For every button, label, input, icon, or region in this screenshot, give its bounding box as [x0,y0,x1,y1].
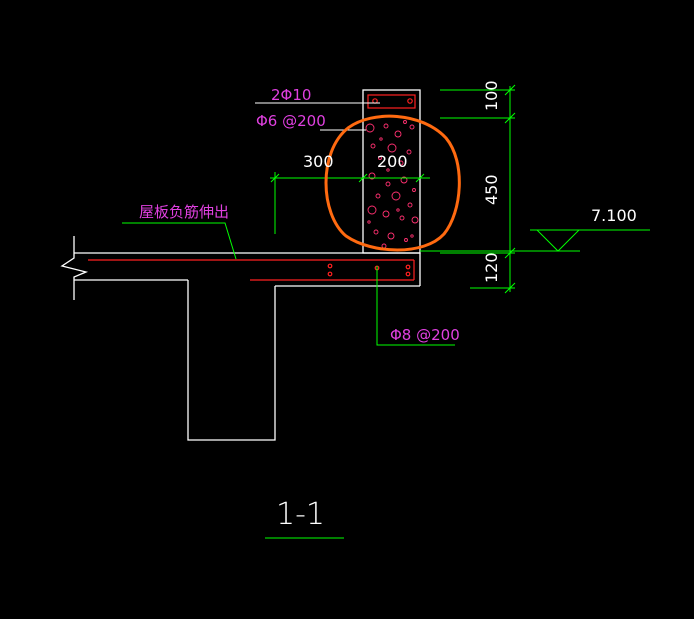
infill-dot [411,216,419,224]
infill-dot [373,229,379,235]
leader-bottom-bars [376,266,455,346]
parapet-outline [362,89,421,254]
dim-tick [504,112,516,124]
infill-dot [410,234,414,238]
slab-bar-dot [405,264,411,270]
beam-outline [187,280,276,441]
slab-bar-dot [327,263,333,269]
infill-dot [378,156,382,160]
infill-dot [367,220,371,224]
dim-slab-thickness-label: 120 [482,252,501,283]
dim-tick [504,84,516,96]
infill-dot [407,202,413,208]
slab-bar-dot [327,271,333,277]
leader-lines [122,102,455,346]
leader-slab-note [122,222,237,260]
elevation-triangle [535,229,581,252]
infill-dot [404,238,408,242]
infill-dot [382,210,390,218]
dim-tick [504,282,516,294]
cap-stirrup [367,94,416,109]
infill-dot [385,181,391,187]
stirrups-label: Φ6 @200 [256,112,326,130]
infill-dot [381,243,387,249]
dim-parapet-width-label: 200 [377,152,408,171]
dim-parapet-height-label: 450 [482,174,501,205]
concrete-outline [60,89,421,441]
infill-dot [409,124,415,130]
slab-bar-dot [405,271,411,277]
dim-cap-height-label: 100 [482,80,501,111]
infill-dot [394,130,402,138]
infill-dot [403,120,407,124]
infill-dot [386,168,390,172]
infill-dot [370,143,376,149]
break-line [60,236,89,300]
infill-dot [387,143,397,153]
dim-offset-label: 300 [303,152,334,171]
infill-dot [387,232,395,240]
infill-dot [368,172,376,180]
infill-dot [383,123,389,129]
infill-dot [398,160,404,166]
slab-note-label: 屋板负筋伸出 [139,203,229,221]
infill-dot [406,149,412,155]
dim-tick [504,247,516,259]
rebar [88,94,416,281]
infill-dot [391,191,401,201]
infill-dot [379,137,383,141]
infill-dot [375,193,381,199]
masonry-infill [365,120,419,249]
infill-dot [396,208,400,212]
dim-tick [415,173,425,183]
dim-tick [358,173,368,183]
infill-dot [412,188,416,192]
infill-dot [367,205,377,215]
top-bars-label: 2Φ10 [271,86,311,104]
highlight-circle [324,114,461,252]
dim-tick [270,173,280,183]
top-bar-right [407,98,413,104]
infill-dot [399,215,405,221]
elevation-label: 7.100 [591,206,637,225]
section-title: 1-1 [276,497,325,532]
infill-dot [400,176,408,184]
dimension-lines [265,84,650,539]
infill-dot [365,123,375,133]
bottom-bars-label: Φ8 @200 [390,326,460,344]
